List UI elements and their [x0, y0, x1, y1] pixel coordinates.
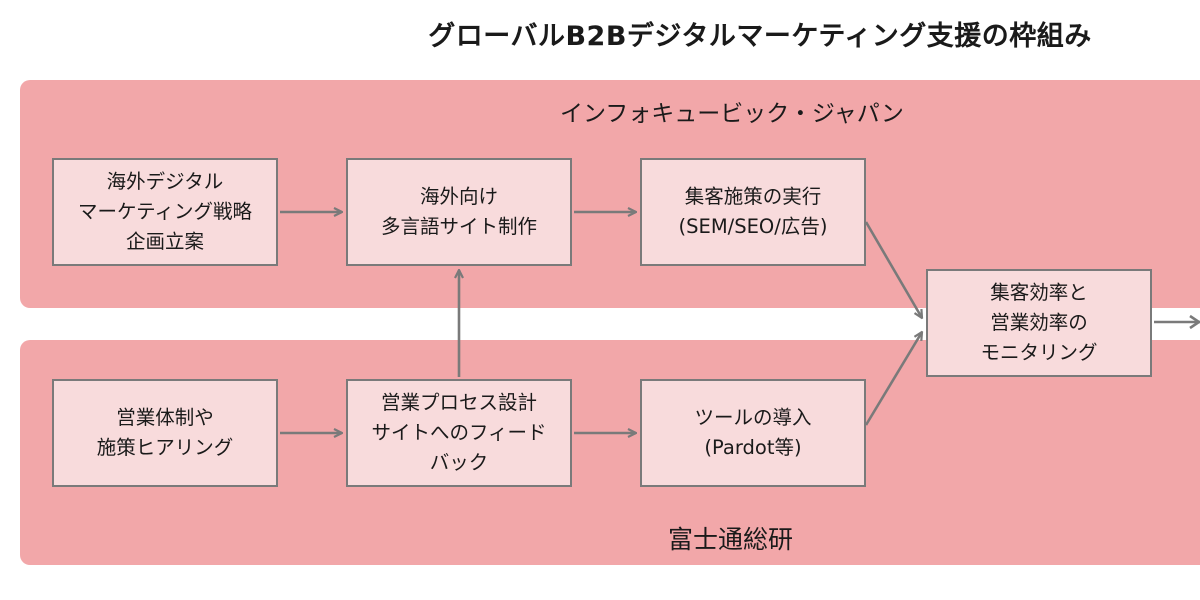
tool-introduction-box: ツールの導入 (Pardot等) [640, 379, 866, 487]
fujitsu-research-label: 富士通総研 [668, 525, 794, 554]
strategy-planning-text: 海外デジタル マーケティング戦略 企画立案 [78, 170, 252, 253]
sales-hearing-text: 営業体制や 施策ヒアリング [96, 406, 234, 459]
efficiency-monitoring-box: 集客効率と 営業効率の モニタリング [926, 269, 1152, 377]
arrow-monitoring-out-head [1189, 314, 1200, 330]
campaign-execution-text: 集客施策の実行 (SEM/SEO/広告) [678, 185, 828, 238]
sales-process-box: 営業プロセス設計 サイトへのフィード バック [346, 379, 572, 487]
sales-hearing-box: 営業体制や 施策ヒアリング [52, 379, 278, 487]
campaign-execution-box: 集客施策の実行 (SEM/SEO/広告) [640, 158, 866, 266]
strategy-planning-box: 海外デジタル マーケティング戦略 企画立案 [52, 158, 278, 266]
multilingual-site-box: 海外向け 多言語サイト制作 [346, 158, 572, 266]
tool-introduction-text: ツールの導入 (Pardot等) [694, 406, 812, 459]
efficiency-monitoring-text: 集客効率と 営業効率の モニタリング [980, 281, 1098, 364]
sales-process-text: 営業プロセス設計 サイトへのフィード バック [371, 391, 547, 474]
multilingual-site-text: 海外向け 多言語サイト制作 [380, 185, 537, 238]
page-title: グローバルB2Bデジタルマーケティング支援の枠組み [428, 21, 1092, 52]
infocubic-label: インフォキュービック・ジャパン [560, 101, 904, 127]
